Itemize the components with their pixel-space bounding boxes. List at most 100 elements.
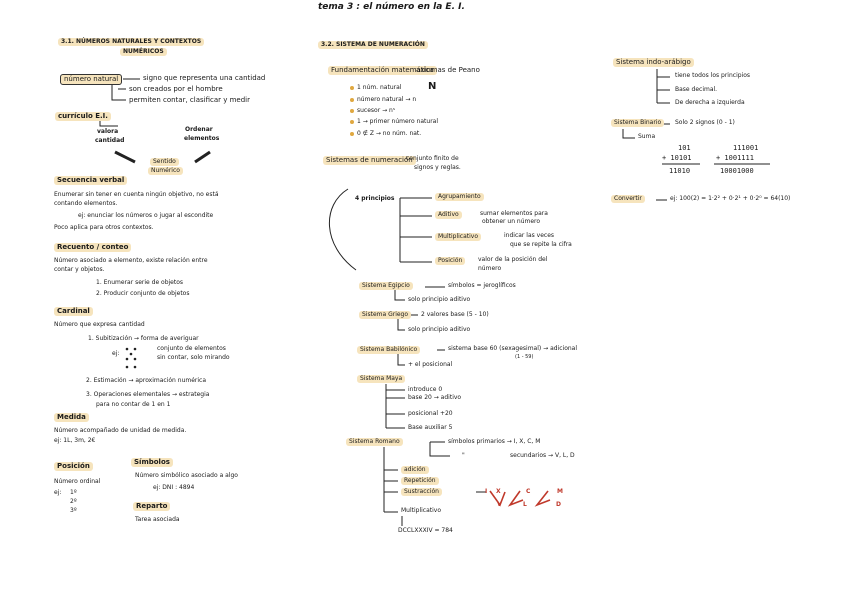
egipcio-b1: símbolos = jeroglíficos [448,282,516,289]
egipcio-b2: solo principio aditivo [408,296,471,303]
sistemas-def-l1: conjunto finito de [406,155,459,162]
binario-def: Solo 2 signos (0 - 1) [675,119,735,126]
cardinal-b2: 2. Estimación → aproximación numérica [86,377,207,384]
romano-sustraccion: Sustracción [401,488,442,496]
indo-b1: tiene todos los principios [675,72,751,79]
binario-label: Sistema Binario [611,119,665,127]
secuencia-l3: ej: enunciar los números o jugar al esco… [78,212,214,219]
babilonico-label: Sistema Babilónico [357,346,421,354]
principle-aditivo-def-l1: sumar elementos para [480,210,548,217]
griego-b2: solo principio aditivo [408,326,471,333]
section-3-1-title-l2: NUMÉRICOS [120,48,167,56]
recuento-l1: Número asociado a elemento, existe relac… [54,257,208,264]
axiom-4: 1 → primer número natural [357,118,439,125]
cardinal-ej: ej: [112,350,120,357]
principle-multiplicativo-def-l1: indicar las veces [504,232,555,239]
romano-multiplicativo: Multiplicativo [401,507,442,514]
egipcio-label: Sistema Egipcio [359,282,413,290]
posicion-def: Número ordinal [54,478,101,485]
dice-dots-icon [125,347,137,369]
axiom-1: 1 núm. natural [357,84,402,91]
cardinal-b1a: conjunto de elementos [157,345,226,352]
cardinal-def: Número que expresa cantidad [54,321,145,328]
principle-multiplicativo: Multiplicativo [435,233,482,241]
axiom-2: número natural → n [357,96,417,103]
medida-def: Número acompañado de unidad de medida. [54,427,187,434]
valora-l1: valora [97,128,119,135]
secuencia-l1: Enumerar sin tener en cuenta ningún obje… [54,191,219,198]
section-3-2-title: 3.2. SISTEMA DE NUMERACIÓN [318,41,428,49]
indo-b2: Base decimal. [675,86,718,93]
recuento-b2: 2. Producir conjunto de objetos [96,290,190,297]
roman-symbol: V [497,501,502,508]
babilonico-b1: sistema base 60 (sexagesimal) → adiciona… [448,345,578,352]
romano-example: DCCLXXXIV = 784 [398,527,453,534]
principle-posicion-def-l1: valor de la posición del [478,256,548,263]
recuento-heading: Recuento / conteo [54,243,132,252]
cardinal-b1b: sin contar, solo mirando [157,354,230,361]
numero-natural-def: signo que representa una cantidad [143,74,266,82]
maya-b4: Base auxiliar 5 [408,424,453,431]
binary-ex2-l2: + 1001111 [716,154,754,162]
roman-symbol: X [496,488,501,495]
romano-b1: símbolos primarios → I, X, C, M [448,438,541,445]
numero-natural-b2: permiten contar, clasificar y medir [129,96,250,104]
page-title: tema 3 : el número en la E. I. [318,2,465,12]
binary-ex2-l3: 10001000 [720,167,754,175]
indo-arabigo-label: Sistema indo-arábigo [613,58,694,67]
bullet-dots-icon [350,86,354,136]
romano-repeticion: Repetición [401,477,439,485]
maya-b1: introduce 0 [408,386,443,393]
sistemas-label: Sistemas de numeración [323,156,416,165]
posicion-item: 3º [70,507,77,514]
numero-natural-b1: son creados por el hombre [129,85,223,93]
medida-ej: ej: 1L, 3m, 2€ [54,437,96,444]
medida-heading: Medida [54,413,89,422]
ordenar-l2: elementos [184,135,220,142]
griego-b1: 2 valores base (5 - 10) [421,311,489,318]
maya-label: Sistema Maya [357,375,406,383]
recuento-l2: contar y objetos. [54,266,105,273]
section-3-1-title-l1: 3.1. NÚMEROS NATURALES Y CONTEXTOS [58,38,205,46]
suma-label: Suma [638,133,656,140]
fundamentacion-label: Fundamentación matemática [328,66,437,75]
simbolos-ej: ej: DNI : 4894 [153,484,195,491]
posicion-heading: Posición [54,462,93,471]
griego-label: Sistema Griego [359,311,412,319]
sentido-l1: Sentido [150,158,179,166]
binary-ex1-l3: 11010 [669,167,691,175]
binary-ex2-l1: 111001 [733,144,759,152]
ordenar-l1: Ordenar [185,126,213,133]
roman-symbol: D [556,501,561,508]
principle-posicion-def-l2: número [478,265,502,272]
romano-adicion: adición [401,466,429,474]
roman-symbol: I [485,488,488,495]
babilonico-b1a: (1 - 59) [515,354,534,360]
romano-b2: secundarios → V, L, D [510,452,575,459]
principle-aditivo-def-l2: obtener un número [482,218,541,225]
romano-label: Sistema Romano [346,438,403,446]
posicion-item: 1º [70,489,77,496]
romano-b1a: " [462,452,465,459]
reparto-def: Tarea asociada [135,516,180,523]
numero-natural-label: número natural [60,74,123,85]
principle-multiplicativo-def-l2: que se repite la cifra [510,241,572,248]
cardinal-b3a: para no contar de 1 en 1 [96,401,171,408]
maya-b2: base 20 → aditivo [408,394,462,401]
convertir-label: Convertir [611,195,645,203]
simbolos-heading: Símbolos [131,458,173,467]
maya-b3: posicional +20 [408,410,453,417]
principle-posicion: Posición [435,257,466,265]
axiom-3: sucesor → nˢ [357,107,396,114]
axiom-5: 0 ∉ Z → no núm. nat. [357,130,422,137]
recuento-b1: 1. Enumerar serie de objetos [96,279,184,286]
roman-symbol: L [523,501,527,508]
posicion-ej: ej: [54,489,62,496]
binary-ex1-l1: 101 [678,144,691,152]
sentido-l2: Numérico [148,167,183,175]
secuencia-l4: Poco aplica para otros contextos. [54,224,154,231]
roman-symbol: M [557,488,563,495]
reparto-heading: Reparto [133,502,171,511]
cardinal-b3: 3. Operaciones elementales → estrategia [86,391,210,398]
